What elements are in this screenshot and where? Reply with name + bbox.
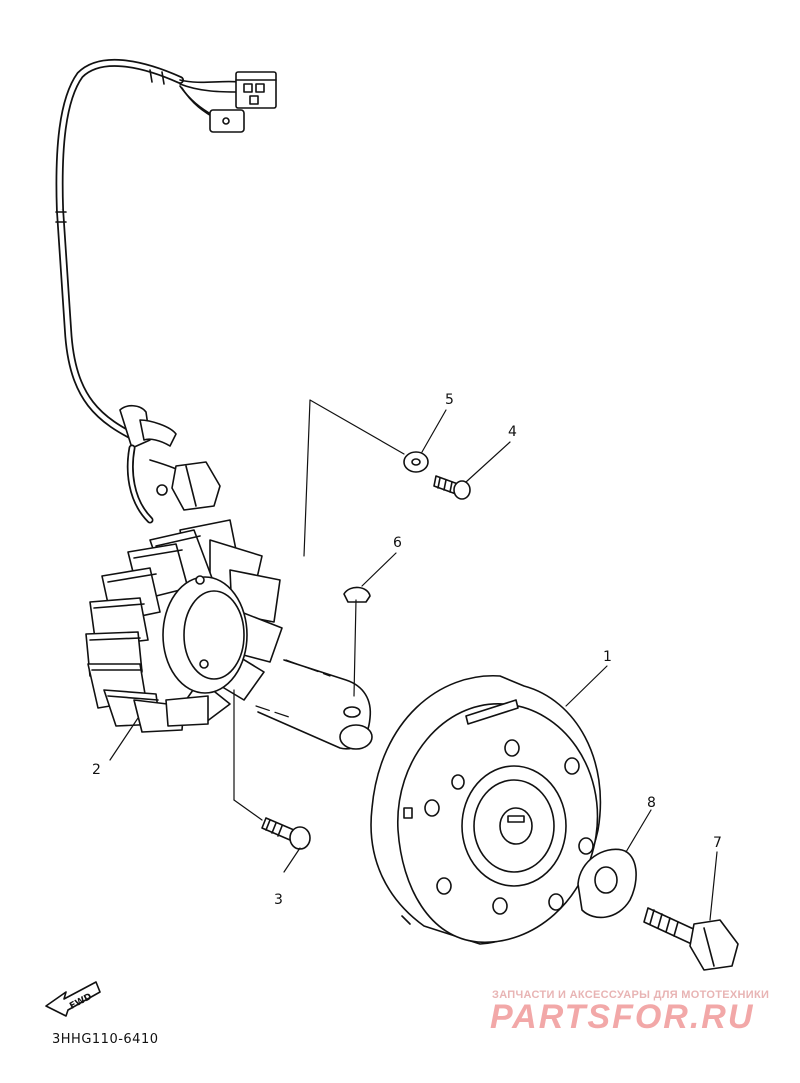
- washer-8: [577, 848, 637, 919]
- washer-5: [403, 451, 429, 473]
- coupler-large: [235, 71, 277, 109]
- coupler-small: [209, 109, 245, 133]
- callout-3: 3: [274, 892, 283, 908]
- watermark-tagline: ЗАПЧАСТИ И АКСЕССУАРЫ ДЛЯ МОТОТЕХНИКИ: [492, 989, 770, 1001]
- rotor-flywheel: [370, 675, 602, 945]
- assembly-lines: [109, 399, 718, 921]
- pickup-coil-coupler: [171, 461, 221, 511]
- callout-5: 5: [445, 392, 454, 408]
- woodruff-key: [343, 586, 371, 603]
- callout-8: 8: [647, 795, 656, 811]
- fwd-arrow-icon: [45, 981, 101, 1017]
- screw-3: [261, 817, 311, 850]
- part-code: 3HHG110-6410: [52, 1032, 159, 1047]
- callout-2: 2: [92, 762, 101, 778]
- crankshaft-end: [257, 659, 373, 750]
- screw-4: [433, 475, 471, 500]
- callout-6: 6: [393, 535, 402, 551]
- bolt-7: [643, 907, 739, 971]
- callout-1: 1: [603, 649, 612, 665]
- callout-4: 4: [508, 424, 517, 440]
- stator-assembly: [85, 519, 283, 733]
- watermark-brand: PARTSFOR.RU: [490, 998, 755, 1036]
- wire-grommet: [119, 404, 191, 524]
- callout-7: 7: [713, 835, 722, 851]
